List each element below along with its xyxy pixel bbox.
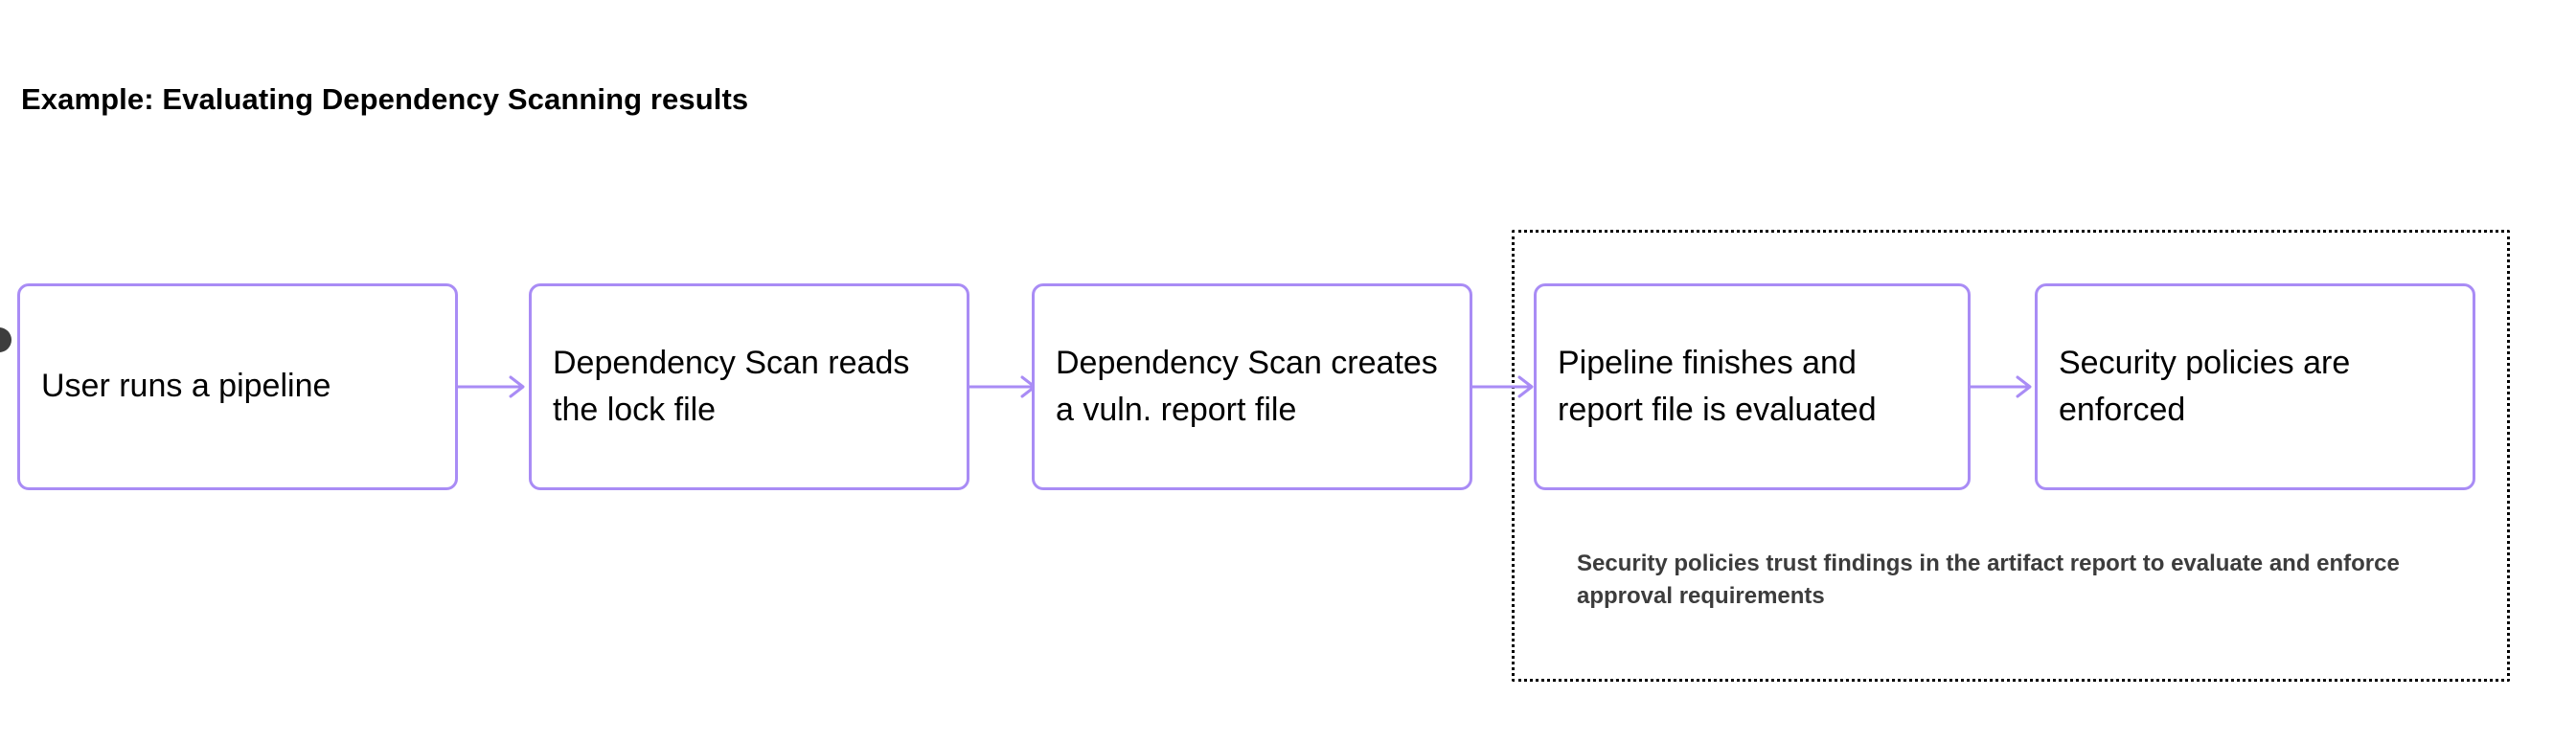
arrow-right-icon [1971, 375, 2032, 398]
flow-node-user-runs-pipeline[interactable]: User runs a pipeline [17, 283, 458, 490]
flow-node-label: User runs a pipeline [41, 368, 331, 405]
page-title: Example: Evaluating Dependency Scanning … [21, 82, 749, 116]
arrow-right-icon [969, 375, 1037, 398]
edge-node-marker-icon [0, 327, 11, 352]
connector-arrow-1 [458, 372, 529, 401]
security-policy-group-container [1512, 230, 2510, 682]
flow-node-label: Dependency Scan creates a vuln. report f… [1056, 344, 1438, 428]
arrow-right-icon [458, 375, 525, 398]
flow-node-label: Pipeline finishes and report file is eva… [1558, 344, 1877, 428]
arrow-right-icon [1472, 375, 1534, 398]
flow-node-label: Security policies are enforced [2059, 344, 2351, 428]
security-policy-group-caption: Security policies trust findings in the … [1577, 551, 2400, 610]
flow-node-label: Dependency Scan reads the lock file [553, 344, 910, 428]
flow-node-dependency-scan-creates-report[interactable]: Dependency Scan creates a vuln. report f… [1032, 283, 1472, 490]
flow-node-dependency-scan-reads-lock-file[interactable]: Dependency Scan reads the lock file [529, 283, 969, 490]
connector-arrow-2 [969, 372, 1040, 401]
flow-node-pipeline-finishes-report-evaluated[interactable]: Pipeline finishes and report file is eva… [1534, 283, 1971, 490]
flow-node-security-policies-enforced[interactable]: Security policies are enforced [2035, 283, 2475, 490]
connector-arrow-4 [1971, 372, 2041, 401]
connector-arrow-3 [1472, 372, 1543, 401]
